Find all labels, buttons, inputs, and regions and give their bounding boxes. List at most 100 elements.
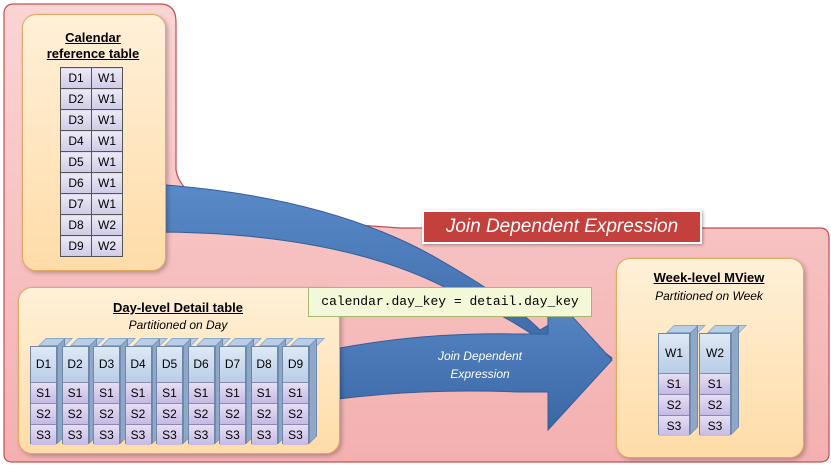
calendar-day-cell: D5	[60, 151, 92, 173]
calendar-day-cell: D4	[60, 130, 92, 152]
detail-segment: S3	[94, 424, 119, 445]
detail-partition-label: D3	[94, 347, 119, 382]
detail-segment: S3	[188, 424, 214, 445]
detail-segment: S2	[31, 403, 56, 424]
detail-subtitle: Partitioned on Day	[128, 318, 228, 332]
mview-segment: S3	[659, 415, 689, 436]
detail-segment: S1	[62, 382, 88, 403]
mview-subtitle: Partitioned on Week	[655, 289, 763, 303]
mview-segment: S2	[659, 394, 689, 415]
calendar-week-cell: W2	[91, 235, 123, 257]
mview-segment: S3	[700, 415, 730, 436]
calendar-week-cell: W1	[91, 109, 123, 131]
detail-segment: S3	[220, 424, 245, 445]
detail-segment: S3	[31, 424, 56, 445]
detail-partition-label: D8	[251, 347, 277, 382]
detail-segment: S1	[251, 382, 277, 403]
calendar-day-cell: D2	[60, 88, 92, 110]
detail-segment: S1	[125, 382, 151, 403]
calendar-day-cell: D3	[60, 109, 92, 131]
detail-segment: S2	[94, 403, 119, 424]
mview-title: Week-level MView	[653, 270, 765, 285]
calendar-week-cell: W1	[91, 172, 123, 194]
calendar-day-cell: D8	[60, 214, 92, 236]
detail-title: Day-level Detail table	[112, 300, 244, 315]
detail-partition-label: D2	[62, 347, 88, 382]
detail-segment: S3	[157, 424, 182, 445]
calendar-week-cell: W1	[91, 151, 123, 173]
detail-segment: S2	[283, 403, 308, 424]
detail-segment: S2	[125, 403, 151, 424]
calendar-week-cell: W1	[91, 67, 123, 89]
detail-segment: S1	[157, 382, 182, 403]
detail-arrow	[329, 288, 613, 432]
detail-segment: S1	[283, 382, 308, 403]
cube-side-face	[309, 338, 317, 444]
calendar-week-cell: W1	[91, 193, 123, 215]
detail-segment: S2	[188, 403, 214, 424]
mview-partition-label: W2	[700, 334, 730, 373]
detail-segment: S3	[62, 424, 88, 445]
detail-segment: S1	[94, 382, 119, 403]
detail-segment: S2	[62, 403, 88, 424]
detail-partition-label: D5	[157, 347, 182, 382]
calendar-week-cell: W1	[91, 130, 123, 152]
mview-segment: S1	[659, 373, 689, 394]
calendar-day-cell: D1	[60, 67, 92, 89]
detail-segment: S3	[283, 424, 308, 445]
join-banner: Join Dependent Expression	[422, 210, 702, 244]
detail-partition-label: D4	[125, 347, 151, 382]
mview-segment: S2	[700, 394, 730, 415]
calendar-day-cell: D7	[60, 193, 92, 215]
detail-partition-label: D1	[31, 347, 56, 382]
detail-segment: S3	[251, 424, 277, 445]
detail-segment: S1	[31, 382, 56, 403]
calendar-day-cell: D6	[60, 172, 92, 194]
detail-segment: S1	[188, 382, 214, 403]
mview-partition-label: W1	[659, 334, 689, 373]
detail-segment: S2	[220, 403, 245, 424]
cube-side-face	[690, 325, 698, 435]
detail-segment: S3	[125, 424, 151, 445]
calendar-week-cell: W1	[91, 88, 123, 110]
calendar-title-line1: Calendar	[65, 30, 121, 45]
detail-partition-label: D9	[283, 347, 308, 382]
detail-segment: S1	[220, 382, 245, 403]
calendar-title-line2: reference table	[46, 46, 140, 61]
join-condition: calendar.day_key = detail.day_key	[308, 287, 592, 317]
detail-segment: S2	[157, 403, 182, 424]
calendar-day-cell: D9	[60, 235, 92, 257]
detail-partition-label: D6	[188, 347, 214, 382]
mview-segment: S1	[700, 373, 730, 394]
